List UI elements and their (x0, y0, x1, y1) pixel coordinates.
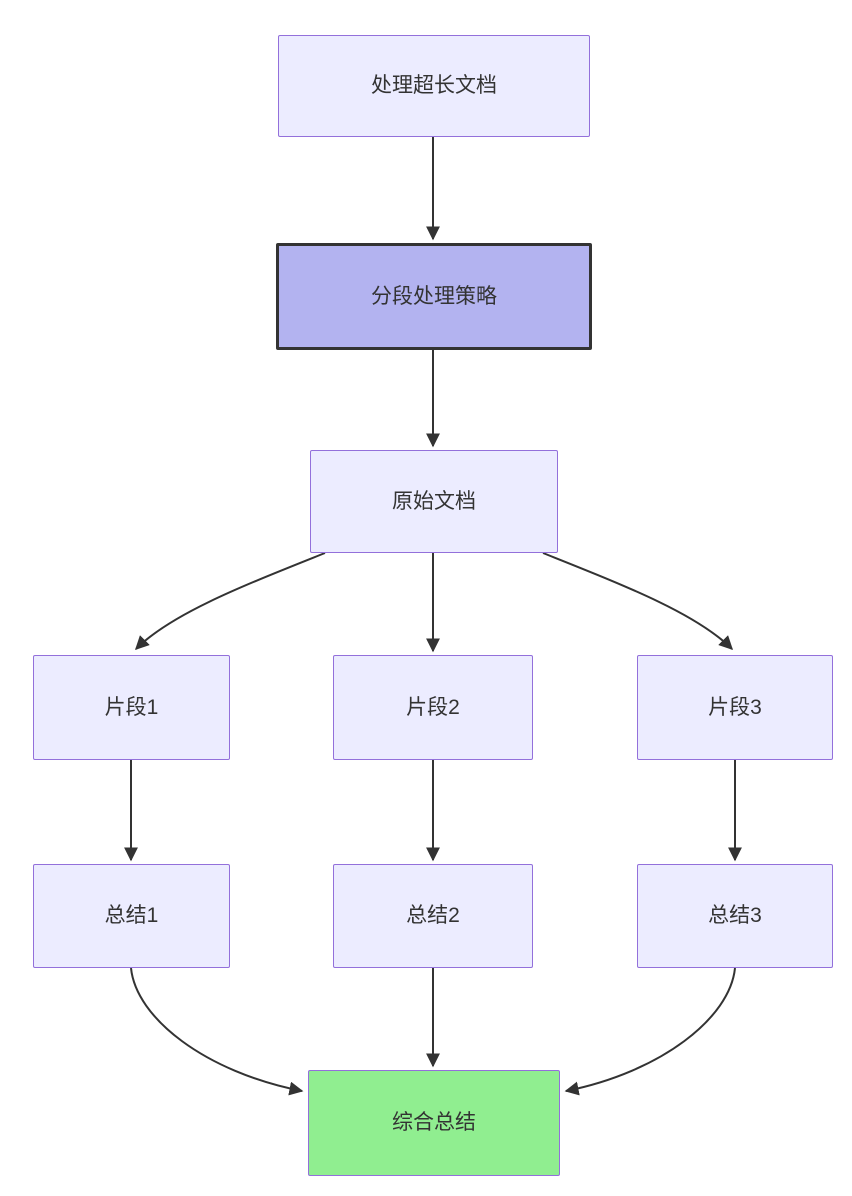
edge-sum3-final (564, 967, 736, 1096)
node-label: 分段处理策略 (371, 284, 497, 308)
node-label: 原始文档 (392, 489, 476, 513)
node-label: 片段1 (104, 695, 159, 719)
node-process-long-document: 处理超长文档 (278, 35, 590, 137)
node-label: 处理超长文档 (371, 74, 497, 98)
node-chunking-strategy: 分段处理策略 (276, 243, 592, 350)
node-label: 总结1 (104, 904, 159, 928)
edge-doc-frag1 (135, 552, 326, 650)
node-summary-2: 总结2 (333, 864, 533, 968)
node-summary-3: 总结3 (637, 864, 833, 968)
node-label: 总结3 (708, 904, 762, 928)
node-fragment-1: 片段1 (33, 655, 230, 760)
node-combined-summary: 综合总结 (308, 1070, 560, 1176)
node-label: 片段2 (406, 695, 460, 719)
node-summary-1: 总结1 (33, 864, 230, 968)
edge-sum1-final (130, 967, 304, 1096)
node-original-document: 原始文档 (310, 450, 558, 553)
node-fragment-2: 片段2 (333, 655, 533, 760)
node-fragment-3: 片段3 (637, 655, 833, 760)
edge-doc-frag3 (542, 552, 733, 650)
node-label: 片段3 (708, 695, 762, 719)
node-label: 总结2 (406, 904, 460, 928)
node-label: 综合总结 (392, 1111, 476, 1135)
